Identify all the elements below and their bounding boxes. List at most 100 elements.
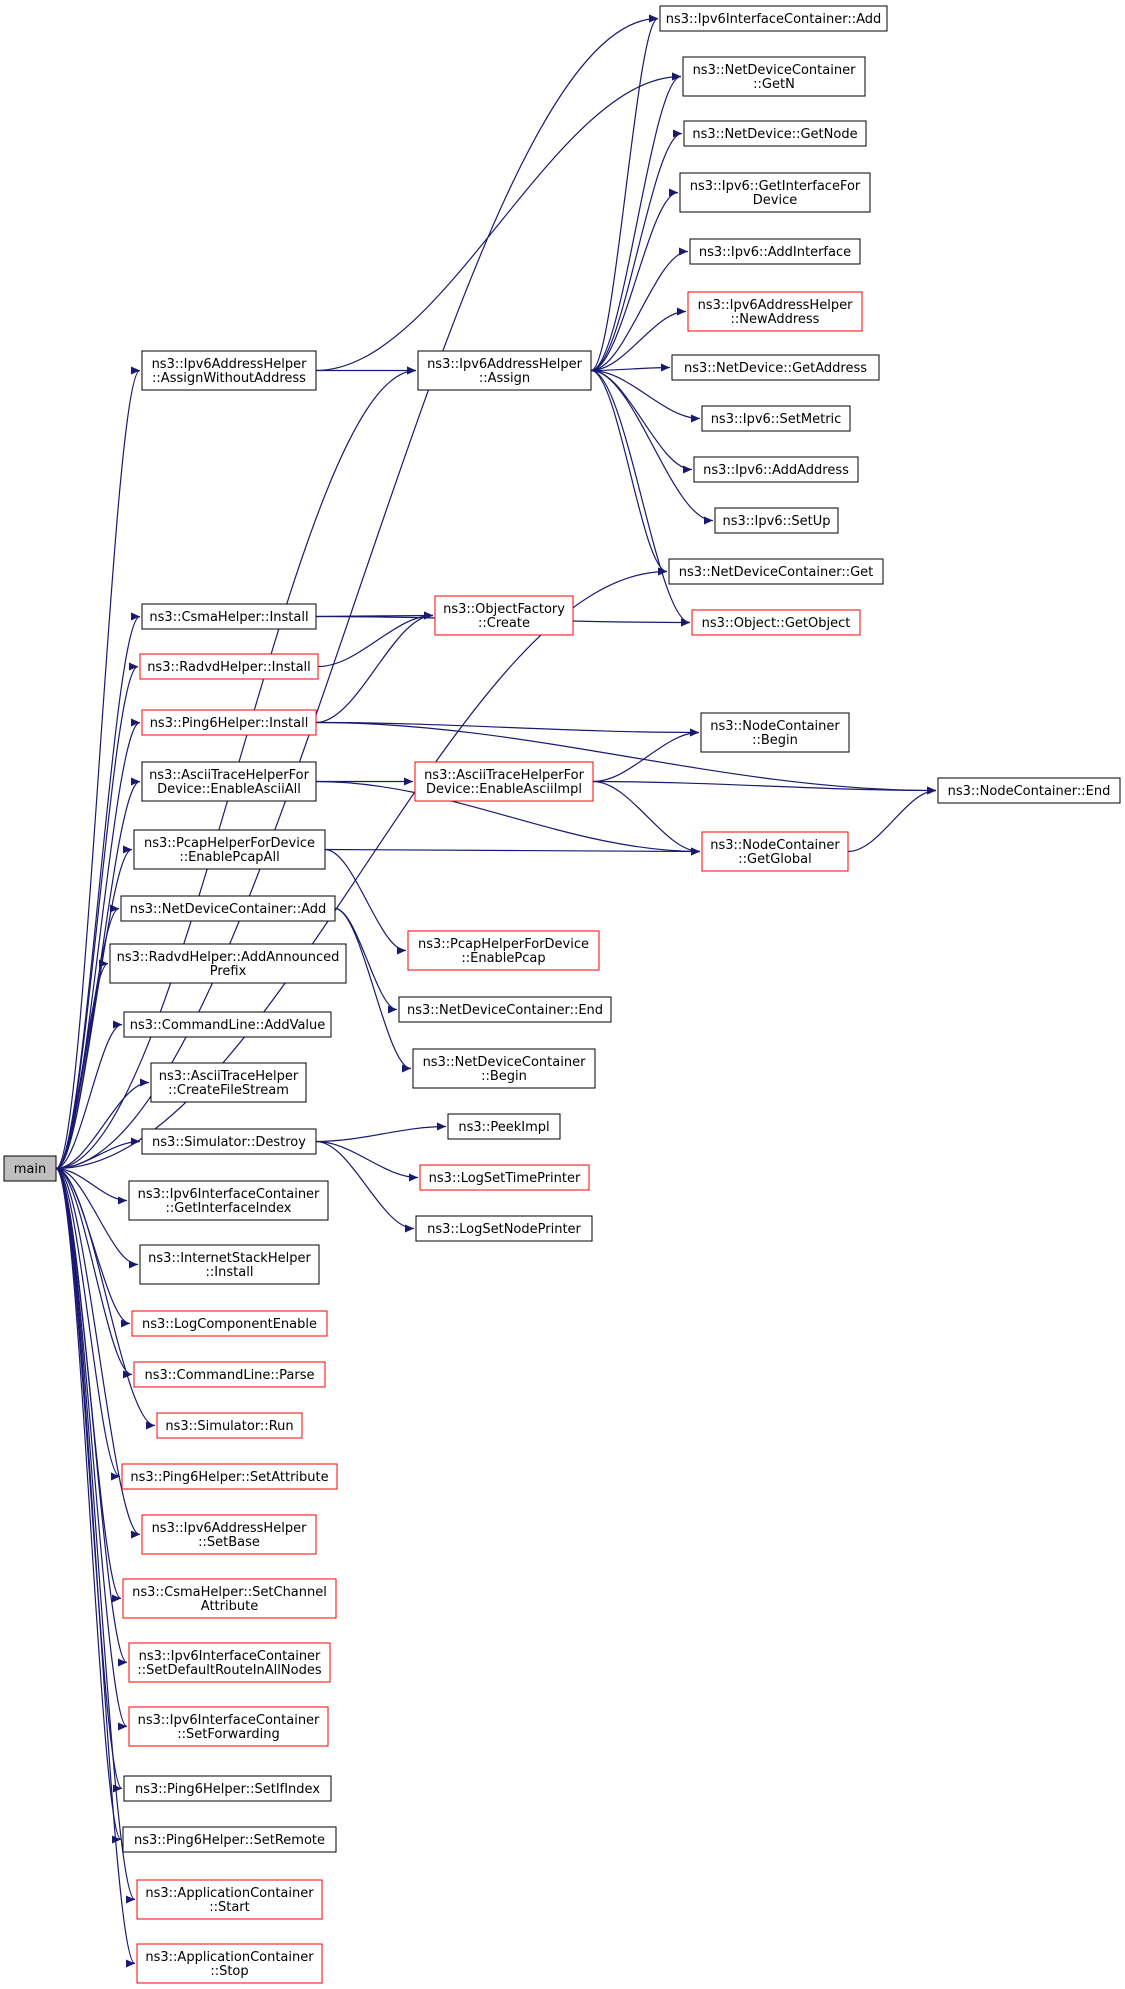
node-box[interactable] <box>668 558 884 585</box>
node-box[interactable] <box>128 1706 329 1747</box>
node-ah_setbase[interactable]: ns3::Ipv6AddressHelper::SetBase <box>141 1514 317 1555</box>
node-ath_enableall[interactable]: ns3::AsciiTraceHelperForDevice::EnableAs… <box>141 761 317 802</box>
node-logsetnode[interactable]: ns3::LogSetNodePrinter <box>415 1215 593 1242</box>
node-box[interactable] <box>679 172 871 213</box>
node-pcap_enable[interactable]: ns3::PcapHelperForDevice::EnablePcap <box>407 930 600 971</box>
node-ah_assignwo[interactable]: ns3::Ipv6AddressHelper::AssignWithoutAdd… <box>141 350 317 391</box>
node-ping_setremote[interactable]: ns3::Ping6Helper::SetRemote <box>122 1826 337 1853</box>
node-box[interactable] <box>141 1514 317 1555</box>
node-ping_install[interactable]: ns3::Ping6Helper::Install <box>141 709 317 736</box>
node-ifc_getidx[interactable]: ns3::Ipv6InterfaceContainer::GetInterfac… <box>128 1180 329 1221</box>
node-box[interactable] <box>136 1879 323 1920</box>
node-box[interactable] <box>136 1943 323 1984</box>
node-ipv6_setup[interactable]: ns3::Ipv6::SetUp <box>714 507 839 534</box>
node-box[interactable] <box>419 1164 590 1191</box>
node-of_create[interactable]: ns3::ObjectFactory::Create <box>434 595 574 636</box>
node-ah_assign[interactable]: ns3::Ipv6AddressHelper::Assign <box>417 350 592 391</box>
node-ish_install[interactable]: ns3::InternetStackHelper::Install <box>139 1244 320 1285</box>
node-box[interactable] <box>687 291 863 332</box>
node-logsettime[interactable]: ns3::LogSetTimePrinter <box>419 1164 590 1191</box>
node-box[interactable] <box>415 1215 593 1242</box>
node-nc_end[interactable]: ns3::NodeContainer::End <box>937 777 1121 804</box>
node-box[interactable] <box>683 120 867 147</box>
node-box[interactable] <box>120 895 336 922</box>
node-ah_newaddr[interactable]: ns3::Ipv6AddressHelper::NewAddress <box>687 291 863 332</box>
node-ndc_get[interactable]: ns3::NetDeviceContainer::Get <box>668 558 884 585</box>
node-box[interactable] <box>133 1361 326 1388</box>
node-ifc_setfwd[interactable]: ns3::Ipv6InterfaceContainer::SetForwardi… <box>128 1706 329 1747</box>
node-box[interactable] <box>156 1412 303 1439</box>
node-nd_getnode[interactable]: ns3::NetDevice::GetNode <box>683 120 867 147</box>
node-box[interactable] <box>141 709 317 736</box>
node-box[interactable] <box>447 1113 561 1140</box>
node-ac_stop[interactable]: ns3::ApplicationContainer::Stop <box>136 1943 323 1984</box>
node-box[interactable] <box>128 1180 329 1221</box>
node-box[interactable] <box>412 1048 596 1089</box>
node-ndc_begin[interactable]: ns3::NetDeviceContainer::Begin <box>412 1048 596 1089</box>
node-box[interactable] <box>3 1155 57 1182</box>
node-box[interactable] <box>937 777 1121 804</box>
node-box[interactable] <box>139 653 319 680</box>
node-box[interactable] <box>682 56 866 97</box>
node-box[interactable] <box>691 609 861 636</box>
node-nc_begin[interactable]: ns3::NodeContainer::Begin <box>700 712 850 753</box>
node-box[interactable] <box>141 1128 317 1155</box>
node-box[interactable] <box>141 350 317 391</box>
node-box[interactable] <box>139 1244 320 1285</box>
node-box[interactable] <box>128 1642 331 1683</box>
node-ping_setattr[interactable]: ns3::Ping6Helper::SetAttribute <box>121 1463 338 1490</box>
node-cl_parse[interactable]: ns3::CommandLine::Parse <box>133 1361 326 1388</box>
node-pcap_enableall[interactable]: ns3::PcapHelperForDevice::EnablePcapAll <box>133 829 326 870</box>
node-cl_addvalue[interactable]: ns3::CommandLine::AddValue <box>123 1011 332 1038</box>
node-box[interactable] <box>122 1578 337 1619</box>
node-ath_createfs[interactable]: ns3::AsciiTraceHelper::CreateFileStream <box>150 1062 307 1103</box>
node-box[interactable] <box>414 761 594 802</box>
node-box[interactable] <box>141 603 317 630</box>
node-ipv6_addaddr[interactable]: ns3::Ipv6::AddAddress <box>693 456 859 483</box>
node-nc_getglobal[interactable]: ns3::NodeContainer::GetGlobal <box>701 831 849 872</box>
node-box[interactable] <box>123 1011 332 1038</box>
node-box[interactable] <box>689 238 861 265</box>
node-box[interactable] <box>714 507 839 534</box>
node-box[interactable] <box>701 831 849 872</box>
node-box[interactable] <box>141 761 317 802</box>
node-ndc_end[interactable]: ns3::NetDeviceContainer::End <box>398 996 612 1023</box>
node-ath_enableimpl[interactable]: ns3::AsciiTraceHelperForDevice::EnableAs… <box>414 761 594 802</box>
node-box[interactable] <box>700 712 850 753</box>
node-box[interactable] <box>701 405 851 432</box>
node-ipv6_setmetric[interactable]: ns3::Ipv6::SetMetric <box>701 405 851 432</box>
node-main[interactable]: main <box>3 1155 57 1182</box>
node-ping_setif[interactable]: ns3::Ping6Helper::SetIfIndex <box>123 1775 332 1802</box>
node-ifc_setdefroute[interactable]: ns3::Ipv6InterfaceContainer::SetDefaultR… <box>128 1642 331 1683</box>
node-box[interactable] <box>434 595 574 636</box>
node-box[interactable] <box>133 829 326 870</box>
node-ac_start[interactable]: ns3::ApplicationContainer::Start <box>136 1879 323 1920</box>
node-box[interactable] <box>671 354 880 381</box>
node-box[interactable] <box>109 943 347 984</box>
node-logcomp[interactable]: ns3::LogComponentEnable <box>131 1310 328 1337</box>
node-box[interactable] <box>122 1826 337 1853</box>
node-box[interactable] <box>121 1463 338 1490</box>
node-box[interactable] <box>150 1062 307 1103</box>
node-radvd_install[interactable]: ns3::RadvdHelper::Install <box>139 653 319 680</box>
node-box[interactable] <box>407 930 600 971</box>
node-box[interactable] <box>123 1775 332 1802</box>
node-box[interactable] <box>131 1310 328 1337</box>
node-sim_run[interactable]: ns3::Simulator::Run <box>156 1412 303 1439</box>
node-ifc_add[interactable]: ns3::Ipv6InterfaceContainer::Add <box>659 5 888 32</box>
node-box[interactable] <box>659 5 888 32</box>
node-ndc_getn[interactable]: ns3::NetDeviceContainer::GetN <box>682 56 866 97</box>
node-box[interactable] <box>398 996 612 1023</box>
node-box[interactable] <box>693 456 859 483</box>
node-box[interactable] <box>417 350 592 391</box>
node-nd_getaddr[interactable]: ns3::NetDevice::GetAddress <box>671 354 880 381</box>
node-ipv6_addif[interactable]: ns3::Ipv6::AddInterface <box>689 238 861 265</box>
node-peekimpl[interactable]: ns3::PeekImpl <box>447 1113 561 1140</box>
node-sim_destroy[interactable]: ns3::Simulator::Destroy <box>141 1128 317 1155</box>
node-csma_install[interactable]: ns3::CsmaHelper::Install <box>141 603 317 630</box>
node-ndc_add[interactable]: ns3::NetDeviceContainer::Add <box>120 895 336 922</box>
node-obj_getobj[interactable]: ns3::Object::GetObject <box>691 609 861 636</box>
